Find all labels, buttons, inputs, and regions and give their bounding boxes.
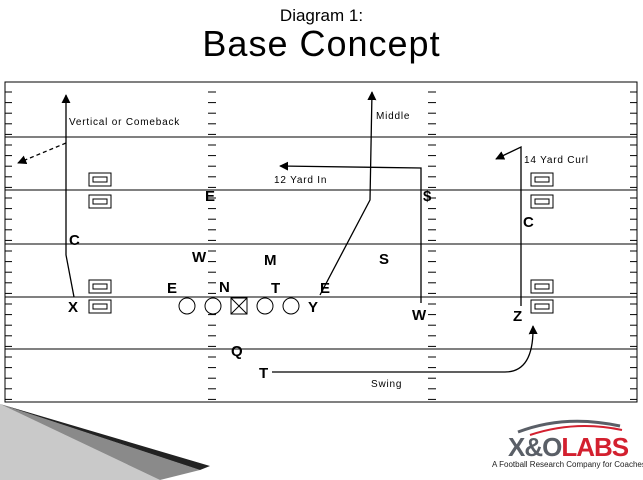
label-vertical: Vertical or Comeback: [69, 117, 180, 128]
label-12-in: 12 Yard In: [274, 175, 327, 186]
offensive-line: [178, 297, 300, 315]
route-14-curl: [495, 145, 522, 306]
player-q: Q: [231, 343, 243, 360]
player-z: Z: [513, 308, 522, 325]
defender-e-top: E: [205, 188, 215, 205]
route-comeback: [17, 142, 67, 165]
logo-swoosh: [517, 419, 623, 436]
label-14-curl: 14 Yard Curl: [524, 155, 589, 166]
player-t-tackle: T: [271, 280, 280, 297]
defender-m: M: [264, 252, 277, 269]
corner-graphic-edge: [0, 404, 210, 470]
route-labels: Vertical or Comeback Middle 12 Yard In 1…: [69, 111, 589, 390]
lineman-circle: [256, 297, 274, 315]
route-middle: [319, 91, 377, 296]
routes: [17, 91, 538, 373]
hash-marks: [5, 91, 637, 400]
defender-e-right: E: [320, 280, 330, 297]
logo-wordmark: X&OLABS: [508, 432, 629, 463]
logo-tagline: A Football Research Company for Coaches: [492, 460, 643, 469]
label-middle: Middle: [376, 111, 410, 122]
lineman-circle: [282, 297, 300, 315]
player-w-receiver: W: [412, 307, 427, 324]
field-border: [4, 81, 638, 403]
route-vertical: [61, 94, 75, 298]
field-markers: [88, 172, 554, 314]
defender-c-left: C: [69, 232, 80, 249]
diagram-number: Diagram 1:: [279, 6, 364, 25]
offense-labels: X N T Y W Z Q T: [68, 279, 522, 382]
logo-labs: LABS: [561, 432, 629, 462]
player-n: N: [219, 279, 230, 296]
route-swing: [272, 325, 538, 373]
player-t-back: T: [259, 365, 268, 382]
player-x: X: [68, 299, 78, 316]
defender-w: W: [192, 249, 207, 266]
defense-labels: E E E C C W M S $: [69, 188, 534, 297]
title-block: Diagram 1: Base Concept: [0, 0, 643, 80]
xo-labs-logo: X&OLABS A Football Research Company for …: [470, 410, 643, 480]
defender-s: S: [379, 251, 389, 268]
yard-lines: [5, 136, 637, 350]
defender-e-left: E: [167, 280, 177, 297]
lineman-circle: [178, 297, 196, 315]
defender-c-right: C: [523, 214, 534, 231]
lineman-circle: [204, 297, 222, 315]
player-y: Y: [308, 299, 318, 316]
logo-xo: X&O: [508, 432, 562, 462]
defender-safety: $: [423, 188, 432, 205]
diagram-title: Base Concept: [202, 23, 441, 64]
label-swing: Swing: [371, 379, 402, 390]
corner-graphic-shadow: [0, 404, 200, 480]
route-12-in: [279, 161, 422, 303]
